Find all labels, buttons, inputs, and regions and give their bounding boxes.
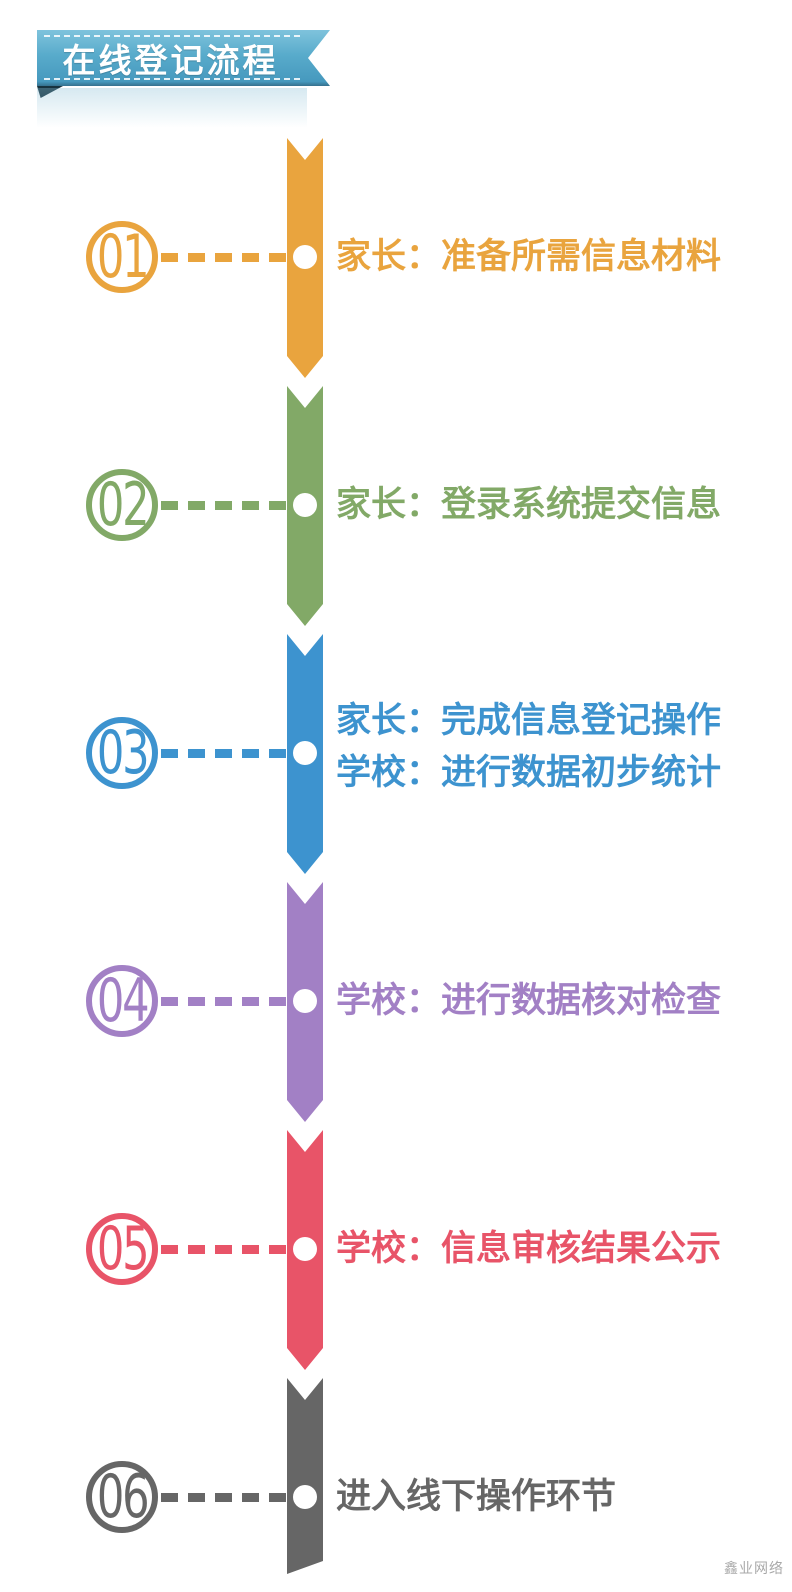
step-row-2: 02 家长：登录系统提交信息 [0, 469, 792, 541]
step-row-6: 06 进入线下操作环节 [0, 1461, 792, 1533]
step-number: 04 [96, 966, 150, 1036]
dashed-connector [161, 997, 293, 1006]
timeline-node-dot [293, 1237, 317, 1261]
watermark-text: 鑫业网络 [724, 1560, 784, 1576]
step-number: 05 [96, 1214, 150, 1284]
dashed-connector [161, 1493, 293, 1502]
step-number-badge: 05 [86, 1213, 158, 1285]
step-label-line: 进入线下操作环节 [336, 1477, 617, 1516]
step-label: 家长：登录系统提交信息 [336, 479, 721, 531]
banner-glow [37, 88, 307, 128]
step-number: 02 [96, 470, 150, 540]
step-label: 家长：完成信息登记操作 学校：进行数据初步统计 [336, 695, 721, 799]
timeline-node-dot [293, 741, 317, 765]
timeline-node-dot [293, 1485, 317, 1509]
step-label-line: 学校：进行数据核对检查 [336, 981, 722, 1020]
dashed-connector [161, 253, 293, 262]
banner-stitch-line [44, 35, 300, 37]
step-number: 03 [96, 718, 150, 788]
title-banner-ribbon: 在线登记流程 [37, 30, 330, 86]
dashed-connector [161, 749, 293, 758]
timeline-node-dot [293, 245, 317, 269]
step-row-1: 01 家长：准备所需信息材料 [0, 221, 792, 293]
step-row-3: 03 家长：完成信息登记操作 学校：进行数据初步统计 [0, 701, 792, 792]
step-row-4: 04 学校：进行数据核对检查 [0, 965, 792, 1037]
step-label-line: 家长：准备所需信息材料 [336, 237, 722, 276]
step-row-5: 05 学校：信息审核结果公示 [0, 1213, 792, 1285]
step-label-line: 家长：登录系统提交信息 [336, 485, 722, 524]
step-label-line: 学校：信息审核结果公示 [336, 1229, 722, 1268]
banner-fold-triangle [37, 86, 63, 98]
step-label: 学校：信息审核结果公示 [336, 1223, 721, 1275]
step-number: 01 [96, 222, 150, 292]
page-title: 在线登记流程 [62, 42, 279, 79]
step-number-badge: 03 [86, 717, 158, 789]
step-label-line: 学校：进行数据初步统计 [336, 753, 722, 792]
dashed-connector [161, 1245, 293, 1254]
step-number-badge: 01 [86, 221, 158, 293]
step-label: 进入线下操作环节 [336, 1471, 616, 1523]
step-label: 家长：准备所需信息材料 [336, 231, 721, 283]
timeline-node-dot [293, 989, 317, 1013]
step-label: 学校：进行数据核对检查 [336, 975, 721, 1027]
step-number-badge: 06 [86, 1461, 158, 1533]
banner-stitch-line [44, 78, 300, 80]
dashed-connector [161, 501, 293, 510]
timeline-segment-6 [287, 1378, 323, 1574]
step-label-line: 家长：完成信息登记操作 [336, 701, 722, 740]
step-number-badge: 04 [86, 965, 158, 1037]
step-number: 06 [96, 1462, 150, 1532]
step-number-badge: 02 [86, 469, 158, 541]
timeline-node-dot [293, 493, 317, 517]
